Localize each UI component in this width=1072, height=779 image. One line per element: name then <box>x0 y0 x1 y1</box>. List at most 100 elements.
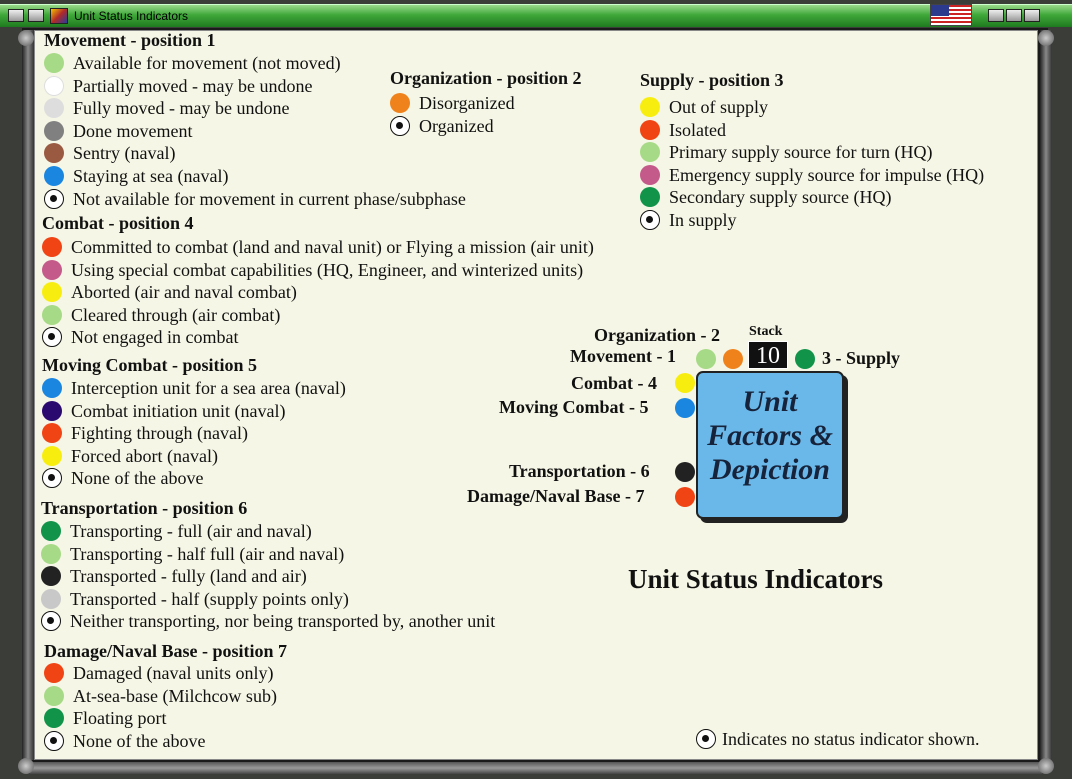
supply-legend-item: Out of supply <box>640 96 768 118</box>
status-dot-icon <box>41 566 61 586</box>
right-frame-rail <box>1040 30 1052 760</box>
combat-legend-item: Using special combat capabilities (HQ, E… <box>42 259 583 281</box>
moving-combat-legend-item: Interception unit for a sea area (naval) <box>42 377 346 399</box>
restore-button[interactable] <box>28 9 44 22</box>
diagram-moving-combat-label: Moving Combat - 5 <box>499 397 649 417</box>
status-dot-icon <box>44 663 64 683</box>
transportation-legend-item: Neither transporting, nor being transpor… <box>41 610 495 632</box>
legend-item-label: Available for movement (not moved) <box>73 52 341 73</box>
card-line-3: Depiction <box>710 453 830 486</box>
transportation-legend-item: Transporting - half full (air and naval) <box>41 543 344 565</box>
legend-item-label: Cleared through (air combat) <box>71 304 281 325</box>
status-dot-icon <box>44 708 64 728</box>
diagram-transportation-dot <box>675 462 695 482</box>
legend-item-label: Transporting - full (air and naval) <box>70 520 312 541</box>
legend-item-label: Transported - half (supply points only) <box>70 588 349 609</box>
diagram-supply-dot <box>795 349 815 369</box>
no-indicator-icon <box>44 189 64 209</box>
legend-item-label: Not engaged in combat <box>71 326 239 347</box>
combat-legend-item: Not engaged in combat <box>42 326 238 348</box>
diagram-supply-label: 3 - Supply <box>822 348 901 368</box>
transportation-heading: Transportation - position 6 <box>41 498 248 518</box>
moving-combat-legend-item: Forced abort (naval) <box>42 445 218 467</box>
legend-item-label: Fully moved - may be undone <box>73 97 290 118</box>
status-dot-icon <box>42 260 62 280</box>
status-dot-icon <box>640 97 660 117</box>
status-dot-icon <box>42 446 62 466</box>
bottom-frame-rail <box>30 762 1042 774</box>
legend-item-label: Combat initiation unit (naval) <box>71 400 286 421</box>
legend-item-label: Primary supply source for turn (HQ) <box>669 141 933 162</box>
diagram-combat-dot <box>675 373 695 393</box>
combat-legend-item: Aborted (air and naval combat) <box>42 281 297 303</box>
organization-legend-item: Disorganized <box>390 92 515 114</box>
diagram-damage-dot <box>675 487 695 507</box>
no-indicator-icon <box>640 210 660 230</box>
no-indicator-icon <box>42 468 62 488</box>
status-dot-icon <box>42 282 62 302</box>
legend-item-label: In supply <box>669 209 737 230</box>
supply-legend-item: Secondary supply source (HQ) <box>640 186 891 208</box>
corner-rivet-icon <box>18 758 34 774</box>
status-dot-icon <box>640 187 660 207</box>
status-dot-icon <box>41 544 61 564</box>
combat-legend-item: Committed to combat (land and naval unit… <box>42 236 594 258</box>
legend-item-label: Done movement <box>73 120 193 141</box>
legend-item-label: None of the above <box>73 730 206 751</box>
status-dot-icon <box>640 142 660 162</box>
legend-item-label: Transporting - half full (air and naval) <box>70 543 345 564</box>
legend-item-label: Partially moved - may be undone <box>73 75 313 96</box>
close-button[interactable] <box>1024 9 1040 22</box>
legend-item-label: Floating port <box>73 707 167 728</box>
legend-item-label: Isolated <box>669 119 726 140</box>
legend-item-label: Damaged (naval units only) <box>73 662 274 683</box>
diagram-organization-dot <box>723 349 743 369</box>
diagram-movement-label: Movement - 1 <box>570 346 676 366</box>
unit-card: Unit Factors & Depiction <box>696 371 844 519</box>
stack-count: 10 <box>748 341 788 369</box>
footnote-text: Indicates no status indicator shown. <box>722 728 980 749</box>
status-dot-icon <box>42 401 62 421</box>
corner-rivet-icon <box>1038 30 1054 46</box>
status-dot-icon <box>44 98 64 118</box>
page-title: Unit Status Indicators <box>628 564 884 594</box>
moving-combat-legend-item: Combat initiation unit (naval) <box>42 400 285 422</box>
legend-item-label: None of the above <box>71 467 204 488</box>
movement-legend-item: Sentry (naval) <box>44 142 175 164</box>
no-indicator-icon <box>41 611 61 631</box>
app-icon <box>50 8 68 24</box>
legend-item-label: Interception unit for a sea area (naval) <box>71 377 346 398</box>
legend-item-label: Transported - fully (land and air) <box>70 565 307 586</box>
organization-legend-item: Organized <box>390 115 494 137</box>
title-bar[interactable]: Unit Status Indicators <box>0 4 1072 27</box>
legend-item-label: Sentry (naval) <box>73 142 176 163</box>
legend-item-label: Fighting through (naval) <box>71 422 248 443</box>
combat-legend-item: Cleared through (air combat) <box>42 304 280 326</box>
moving-combat-heading: Moving Combat - position 5 <box>42 355 258 375</box>
status-dot-icon <box>41 589 61 609</box>
legend-item-label: Out of supply <box>669 96 768 117</box>
status-dot-icon <box>44 53 64 73</box>
legend-item-label: Forced abort (naval) <box>71 445 218 466</box>
maximize-button[interactable] <box>1006 9 1022 22</box>
movement-legend-item: Partially moved - may be undone <box>44 75 312 97</box>
legend-item-label: Neither transporting, nor being transpor… <box>70 610 496 631</box>
damage-legend-item: None of the above <box>44 730 205 752</box>
combat-heading: Combat - position 4 <box>42 213 194 233</box>
status-dot-icon <box>42 423 62 443</box>
legend-item-label: Secondary supply source (HQ) <box>669 186 892 207</box>
legend-item-label: Staying at sea (naval) <box>73 165 229 186</box>
diagram-organization-label: Organization - 2 <box>594 325 720 345</box>
diagram-transportation-label: Transportation - 6 <box>509 461 650 481</box>
status-dot-icon <box>44 166 64 186</box>
system-menu-button[interactable] <box>8 9 24 22</box>
no-indicator-icon <box>44 731 64 751</box>
minimize-button[interactable] <box>988 9 1004 22</box>
legend-item-label: Organized <box>419 115 494 136</box>
legend-item-label: Disorganized <box>419 92 515 113</box>
transportation-legend-item: Transported - half (supply points only) <box>41 588 349 610</box>
diagram-movement-dot <box>696 349 716 369</box>
us-flag-icon <box>930 4 972 26</box>
supply-legend-item: In supply <box>640 209 737 231</box>
corner-rivet-icon <box>1038 758 1054 774</box>
